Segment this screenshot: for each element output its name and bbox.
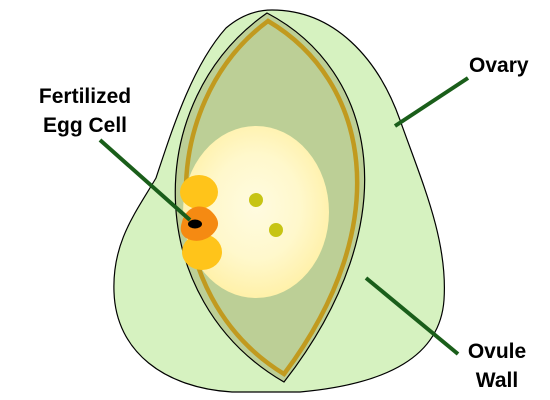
leader-line-fertilized-egg — [98, 138, 192, 222]
label-ovary: Ovary — [469, 54, 529, 77]
label-fertilized-egg-line1: Fertilized — [39, 85, 131, 108]
synergid-cell-lower — [182, 234, 222, 270]
label-ovule-wall-line1: Ovule — [468, 340, 526, 363]
label-fertilized-egg-line2: Egg Cell — [43, 114, 127, 137]
leader-line-ovary — [393, 76, 470, 128]
polar-nucleus-upper — [249, 193, 263, 207]
egg-nucleus — [188, 219, 202, 229]
polar-nucleus-lower — [269, 223, 283, 237]
label-ovule-wall-line2: Wall — [476, 369, 518, 392]
ovule-wall — [183, 18, 360, 377]
leader-line-ovule-wall — [364, 276, 460, 356]
synergid-cell-upper — [180, 175, 218, 209]
